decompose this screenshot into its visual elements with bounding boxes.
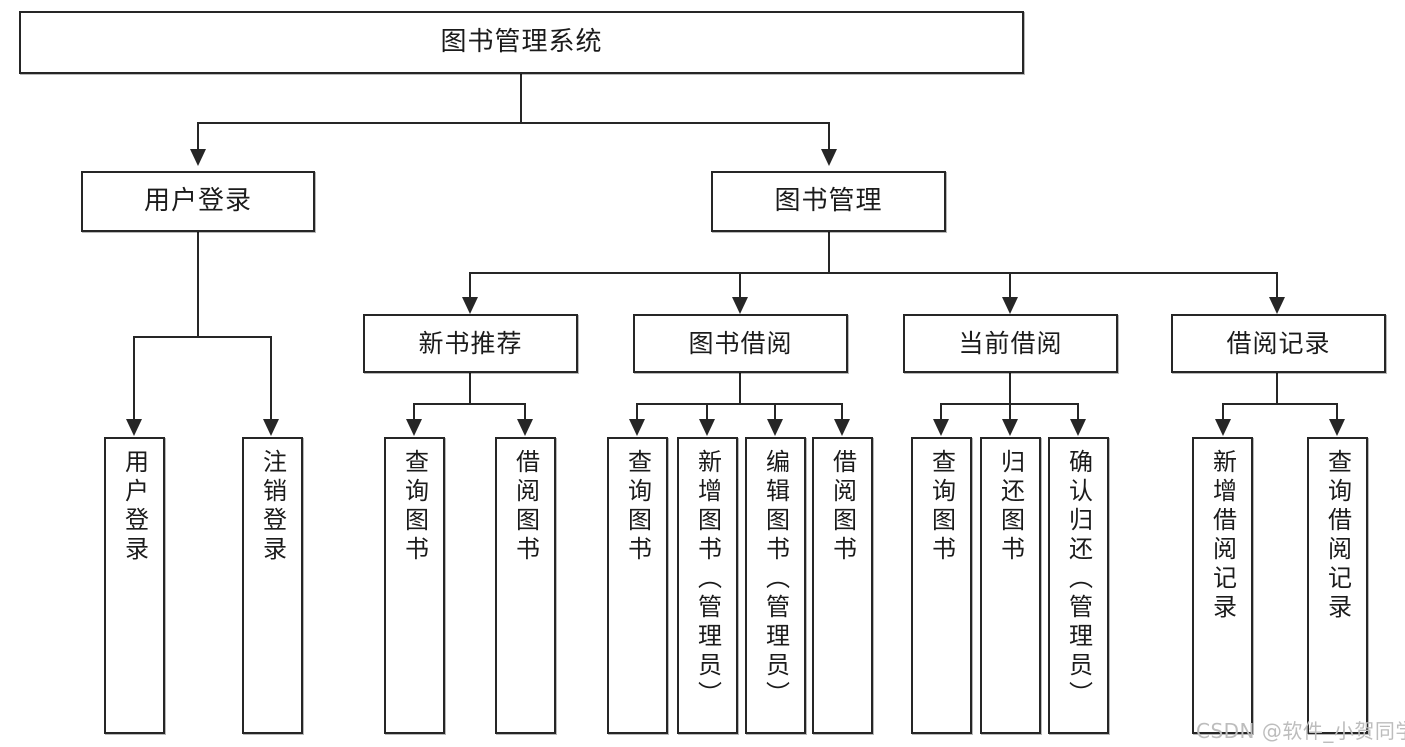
leaf-user-login-logout[interactable]: 注销登录: [242, 437, 303, 734]
arrowhead-borrow-book-leaf-3: [767, 419, 783, 436]
connector-borrow-book-bus: [636, 403, 842, 405]
leaf-record-add-borrow-record[interactable]: 新增借阅记录: [1192, 437, 1253, 734]
node-label: 新增图书（管理员）: [693, 449, 722, 710]
leaf-new-book-query-books[interactable]: 查询图书: [384, 437, 445, 734]
connector-user-login-drop: [197, 232, 199, 337]
arrowhead-borrow-record-leaf-1: [1215, 419, 1231, 436]
connector-new-book-drop: [469, 373, 471, 404]
node-root-library-management-system[interactable]: 图书管理系统: [19, 11, 1024, 74]
csdn-watermark: CSDN @软件_小贺同学: [1196, 719, 1405, 743]
connector-new-book-leaf-2: [524, 403, 526, 419]
leaf-user-login-login[interactable]: 用户登录: [104, 437, 165, 734]
leaf-borrow-query-books[interactable]: 查询图书: [607, 437, 668, 734]
connector-root-drop: [520, 74, 522, 123]
connector-current-borrow-drop: [1009, 373, 1011, 404]
node-label: 用户登录: [143, 185, 252, 216]
arrowhead-current-borrow-leaf-1: [933, 419, 949, 436]
node-new-book-recommendation[interactable]: 新书推荐: [363, 314, 578, 373]
leaf-borrow-edit-book-admin[interactable]: 编辑图书（管理员）: [745, 437, 806, 734]
connector-to-new-book: [469, 272, 471, 298]
leaf-borrow-add-book-admin[interactable]: 新增图书（管理员）: [677, 437, 738, 734]
connector-to-book-manage: [828, 122, 830, 149]
node-label: 查询图书: [623, 449, 652, 565]
arrowhead-current-borrow: [1002, 297, 1018, 314]
connector-current-borrow-leaf-3: [1077, 403, 1079, 419]
arrowhead-borrow-book-leaf-2: [699, 419, 715, 436]
connector-new-book-leaf-1: [413, 403, 415, 419]
arrowhead-new-book-leaf-1: [406, 419, 422, 436]
connector-to-borrow-book: [739, 272, 741, 298]
node-label: 图书借阅: [688, 328, 793, 358]
node-label: 查询图书: [400, 449, 429, 565]
node-label: 注销登录: [258, 449, 287, 565]
node-label: 图书管理系统: [440, 26, 603, 57]
arrowhead-user-login-leaf-2: [263, 419, 279, 436]
connector-to-current-borrow: [1009, 272, 1011, 298]
arrowhead-borrow-record-leaf-2: [1329, 419, 1345, 436]
connector-borrow-record-drop: [1276, 373, 1278, 404]
connector-borrow-record-bus: [1222, 403, 1337, 405]
node-label: 图书管理: [774, 185, 883, 216]
leaf-current-return-books[interactable]: 归还图书: [980, 437, 1041, 734]
connector-level2-bus: [469, 272, 1277, 274]
node-label: 当前借阅: [958, 328, 1063, 358]
connector-borrow-record-leaf-2: [1336, 403, 1338, 419]
arrowhead-borrow-book-leaf-1: [629, 419, 645, 436]
node-label: 借阅记录: [1226, 328, 1331, 358]
leaf-borrow-borrow-books[interactable]: 借阅图书: [812, 437, 873, 734]
leaf-current-confirm-return-admin[interactable]: 确认归还（管理员）: [1048, 437, 1109, 734]
node-label: 确认归还（管理员）: [1064, 449, 1093, 710]
connector-level1-bus: [197, 122, 830, 124]
connector-borrow-book-leaf-2: [706, 403, 708, 419]
node-label: 新书推荐: [418, 328, 523, 358]
node-label: 归还图书: [996, 449, 1025, 565]
arrowhead-borrow-book: [732, 297, 748, 314]
node-label: 查询图书: [927, 449, 956, 565]
connector-book-manage-drop: [828, 232, 830, 274]
arrowhead-borrow-book-leaf-4: [834, 419, 850, 436]
connector-user-login-leaf-1: [133, 336, 135, 419]
node-book-borrowing[interactable]: 图书借阅: [633, 314, 848, 373]
connector-new-book-bus: [413, 403, 525, 405]
connector-to-user-login: [197, 122, 199, 149]
leaf-current-query-books[interactable]: 查询图书: [911, 437, 972, 734]
arrowhead-user-login-leaf-1: [126, 419, 142, 436]
connector-user-login-bus: [133, 336, 271, 338]
connector-borrow-book-leaf-1: [636, 403, 638, 419]
node-label: 用户登录: [120, 449, 149, 565]
node-current-borrowing[interactable]: 当前借阅: [903, 314, 1118, 373]
node-label: 新增借阅记录: [1208, 449, 1237, 623]
arrowhead-user-login: [190, 149, 206, 166]
connector-current-borrow-leaf-1: [940, 403, 942, 419]
connector-borrow-book-leaf-4: [841, 403, 843, 419]
arrowhead-book-manage: [821, 149, 837, 166]
arrowhead-new-book-leaf-2: [517, 419, 533, 436]
connector-to-borrow-record: [1276, 272, 1278, 298]
connector-current-borrow-leaf-2: [1009, 403, 1011, 419]
node-label: 借阅图书: [828, 449, 857, 565]
leaf-record-query-borrow-record[interactable]: 查询借阅记录: [1307, 437, 1368, 734]
connector-borrow-book-drop: [739, 373, 741, 404]
connector-borrow-record-leaf-1: [1222, 403, 1224, 419]
node-label: 查询借阅记录: [1323, 449, 1352, 623]
node-user-login[interactable]: 用户登录: [81, 171, 315, 232]
arrowhead-borrow-record: [1269, 297, 1285, 314]
connector-user-login-leaf-2: [270, 336, 272, 419]
arrowhead-current-borrow-leaf-2: [1002, 419, 1018, 436]
arrowhead-current-borrow-leaf-3: [1070, 419, 1086, 436]
leaf-new-book-borrow-books[interactable]: 借阅图书: [495, 437, 556, 734]
connector-borrow-book-leaf-3: [774, 403, 776, 419]
node-borrowing-record[interactable]: 借阅记录: [1171, 314, 1386, 373]
node-label: 借阅图书: [511, 449, 540, 565]
node-label: 编辑图书（管理员）: [761, 449, 790, 710]
node-book-management[interactable]: 图书管理: [711, 171, 946, 232]
arrowhead-new-book: [462, 297, 478, 314]
